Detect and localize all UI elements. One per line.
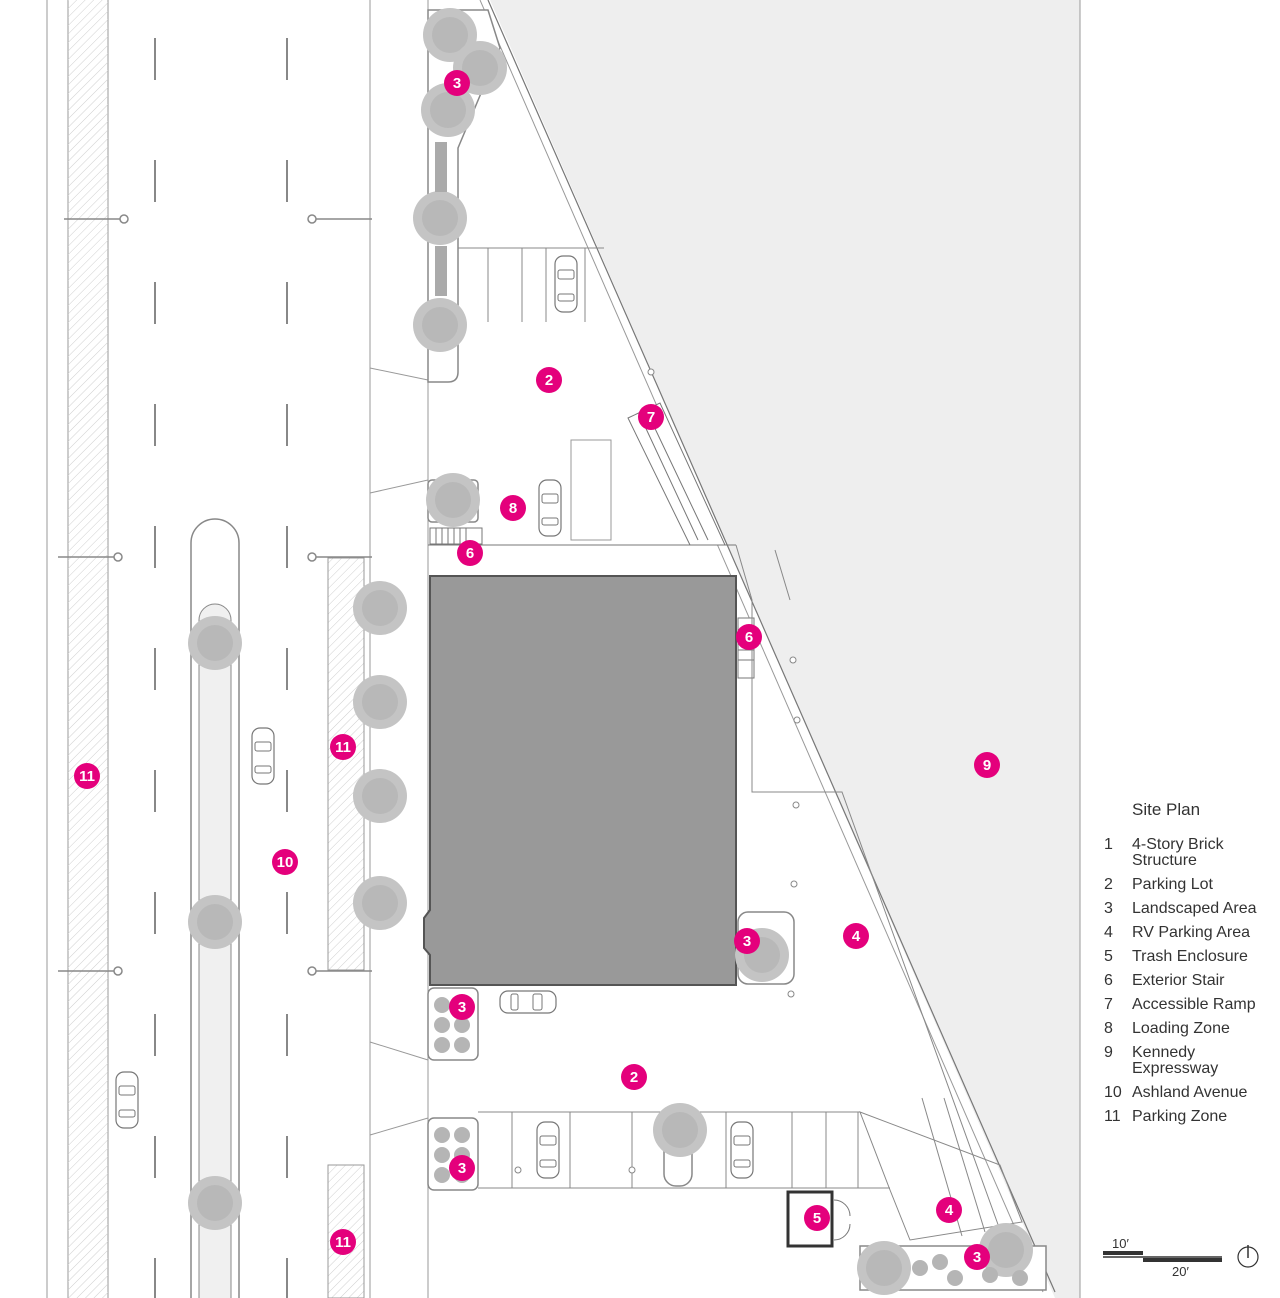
expressway-area	[490, 0, 1080, 1298]
callout-marker	[621, 1064, 647, 1090]
legend-item-label: Parking Lot	[1132, 876, 1213, 893]
legend-item: 11 Parking Zone	[1104, 1109, 1274, 1125]
legend-item-number: 4	[1104, 924, 1113, 941]
legend-item-number: 11	[1104, 1108, 1121, 1125]
legend-item: 5 Trash Enclosure	[1104, 949, 1274, 965]
callout-marker	[638, 404, 664, 430]
callout-marker-number: 3	[743, 933, 751, 950]
legend-item-label: RV Parking Area	[1132, 924, 1250, 941]
legend-item-number: 9	[1104, 1044, 1113, 1061]
callout-marker	[272, 849, 298, 875]
callout-marker	[974, 752, 1000, 778]
legend-item: 4 RV Parking Area	[1104, 925, 1274, 941]
legend-item: 2 Parking Lot	[1104, 877, 1274, 893]
legend-item-label: Kennedy Expressway	[1132, 1044, 1219, 1077]
loading-zone-pad	[570, 439, 612, 541]
legend-item: 9 Kennedy Expressway	[1104, 1045, 1274, 1077]
north-parking-stalls	[458, 247, 604, 322]
legend-item-label: Loading Zone	[1132, 1020, 1230, 1037]
legend-item-number: 2	[1104, 876, 1113, 893]
callout-marker-number: 3	[458, 999, 466, 1016]
callout-marker	[843, 923, 869, 949]
callout-marker-number: 6	[745, 629, 753, 646]
car-icon	[251, 727, 275, 785]
street-lights	[58, 214, 372, 976]
callout-marker-number: 3	[973, 1249, 981, 1266]
legend-item-number: 1	[1104, 836, 1113, 853]
callout-marker	[804, 1205, 830, 1231]
callout-markers: 3 2 7 8 6 6 11 11 10 9 3 4 3 2 3 5 4 3 11	[74, 70, 1000, 1270]
legend-item-number: 7	[1104, 996, 1113, 1013]
brick-structure	[423, 575, 737, 986]
legend-item: 10 Ashland Avenue	[1104, 1085, 1274, 1101]
callout-marker	[964, 1244, 990, 1270]
legend-item: 6 Exterior Stair	[1104, 973, 1274, 989]
car-icon	[536, 1121, 560, 1179]
callout-marker-number: 4	[852, 928, 861, 945]
callout-marker	[444, 70, 470, 96]
callout-marker-number: 11	[335, 1234, 351, 1251]
callout-marker	[457, 540, 483, 566]
callout-marker-number: 8	[509, 500, 517, 517]
callout-marker	[330, 734, 356, 760]
legend-item-number: 8	[1104, 1020, 1113, 1037]
legend-item-label: Ashland Avenue	[1132, 1084, 1248, 1101]
callout-marker-number: 3	[453, 75, 461, 92]
lane-markings	[154, 38, 288, 1298]
scale-bar: 10′ 20′	[1103, 1236, 1222, 1279]
stair-north	[429, 527, 483, 545]
callout-marker	[449, 994, 475, 1020]
legend-item-label: Exterior Stair	[1132, 972, 1225, 989]
callout-marker	[536, 367, 562, 393]
legend-item-label: Trash Enclosure	[1132, 948, 1248, 965]
north-landscape-strip	[413, 8, 507, 383]
parking-zone-strip-left	[68, 0, 108, 1298]
callout-marker	[734, 928, 760, 954]
legend-item-number: 5	[1104, 948, 1113, 965]
callout-marker-number: 10	[277, 854, 294, 871]
north-arrow-icon	[1237, 1245, 1259, 1268]
callout-marker-number: 6	[466, 545, 474, 562]
legend-item-label: Landscaped Area	[1132, 900, 1257, 917]
scale-label-large: 20′	[1172, 1264, 1189, 1279]
callout-marker-number: 5	[813, 1210, 821, 1227]
callout-marker-number: 2	[545, 372, 553, 389]
car-icon	[730, 1121, 754, 1179]
legend-item-label: 4-Story Brick Structure	[1132, 836, 1224, 869]
legend-item-number: 10	[1104, 1084, 1122, 1101]
car-icon	[499, 990, 557, 1014]
car-icon	[554, 255, 578, 313]
callout-marker	[736, 624, 762, 650]
legend-item: 3 Landscaped Area	[1104, 901, 1274, 917]
legend-title: Site Plan	[1132, 800, 1201, 819]
callout-marker	[936, 1197, 962, 1223]
scale-label-small: 10′	[1112, 1236, 1129, 1251]
car-icon	[115, 1071, 139, 1129]
callout-marker-number: 4	[945, 1202, 954, 1219]
callout-marker	[449, 1155, 475, 1181]
callout-marker-number: 3	[458, 1160, 466, 1177]
legend-item-label: Accessible Ramp	[1132, 996, 1256, 1013]
legend-item-number: 3	[1104, 900, 1113, 917]
car-icon	[538, 479, 562, 537]
legend-item: 7 Accessible Ramp	[1104, 997, 1274, 1013]
callout-marker-number: 9	[983, 757, 991, 774]
callout-marker	[330, 1229, 356, 1255]
expressway-edge	[487, 0, 1056, 1293]
legend-item-label: Parking Zone	[1132, 1108, 1228, 1125]
legend-item: 1 4-Story Brick Structure	[1104, 837, 1274, 869]
callout-marker	[500, 495, 526, 521]
callout-marker-number: 11	[79, 768, 95, 785]
legend-item: 8 Loading Zone	[1104, 1021, 1274, 1037]
callout-marker	[74, 763, 100, 789]
callout-marker-number: 2	[630, 1069, 638, 1086]
callout-marker-number: 7	[647, 409, 655, 426]
road-median	[188, 518, 242, 1298]
legend-item-number: 6	[1104, 972, 1113, 989]
callout-marker-number: 11	[335, 739, 351, 756]
